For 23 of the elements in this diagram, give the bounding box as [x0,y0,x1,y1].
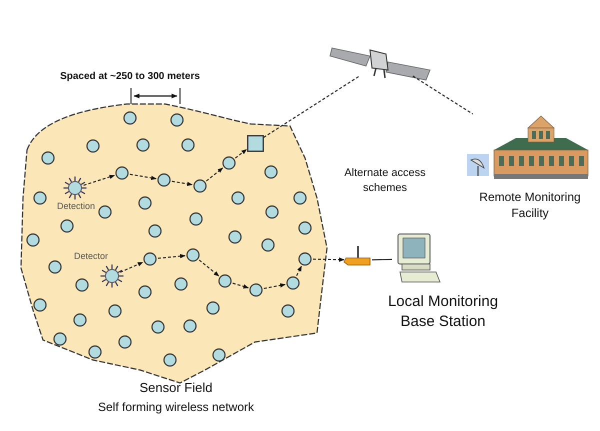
arrow [232,282,249,288]
note-text: Alternate access schemes [343,166,427,196]
field-title: Sensor Field [138,380,214,397]
arrow [130,174,157,180]
arrow [234,149,247,159]
arrow [296,266,302,276]
field-subtitle: Self forming wireless network [96,400,256,416]
arrow [83,174,115,186]
sensor-caption: Detector [74,251,108,261]
sensor-caption: Detection [57,201,96,211]
spacing-note: Spaced at ~250 to 300 meters [59,70,201,84]
arrow [313,257,345,262]
link-line [372,258,392,260]
link-line [263,76,360,138]
arrow [198,260,220,276]
node-label: Remote Monitoring Facility [478,190,582,222]
link-line [412,76,474,114]
arrow [172,180,193,186]
arrow [264,283,286,290]
arrow [158,254,186,259]
arrow [120,262,144,273]
arrow [206,168,224,182]
node-label: Local Monitoring Base Station [386,292,500,331]
